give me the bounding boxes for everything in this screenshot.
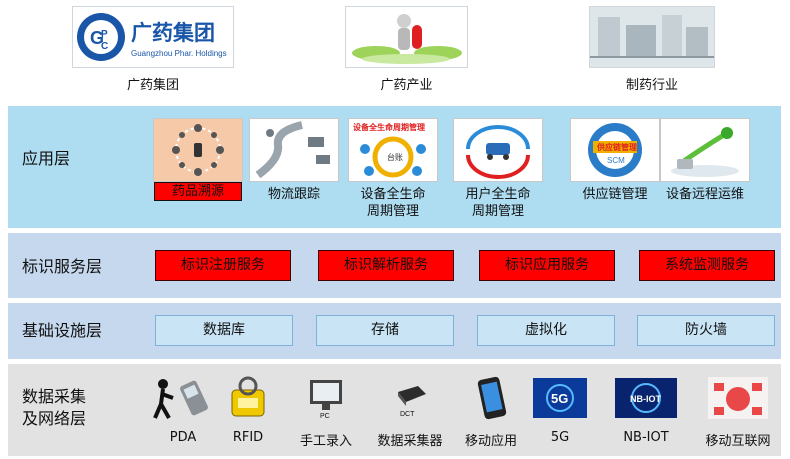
application-layer-title: 应用层 [22,149,71,168]
pda-icon [148,376,218,420]
device-lifecycle-icon: 设备全生命周期管理 台账 [353,122,426,178]
supply-chain-thumb-sub: SCM [607,156,625,165]
gpc-logo-icon: G P C 广药集团 Guangzhou Phar. Holdings [77,13,227,61]
device-item-data-collector[interactable]: DCT 数据采集器 [368,376,452,449]
app-label-device-lifecycle: 设备全生命 周期管理 [360,187,426,219]
application-layer: 应用层 药品溯源 物流跟踪 设备 [8,106,781,228]
infrastructure-layer: 基础设施层 数据库 存储 虚拟化 防火墙 [8,303,781,359]
dct-icon: DCT [368,376,452,420]
device-item-mobile-internet[interactable]: 移动互联网 [698,376,778,449]
app-label-traceability: 药品溯源 [154,182,242,201]
mobile-internet-icon [698,376,778,420]
device-label-data-collector: 数据采集器 [377,434,443,449]
nbiot-icon-text: NB-IOT [630,394,661,404]
identifier-service-layer: 标识服务层 标识注册服务 标识解析服务 标识应用服务 系统监测服务 [8,233,781,298]
gpc-logo: G P C 广药集团 Guangzhou Phar. Holdings [72,6,234,68]
app-item-supply-chain[interactable]: 供应链管理 SCM 供应链管理 [570,118,660,203]
device-lifecycle-thumb: 设备全生命周期管理 台账 [348,118,438,182]
data-network-layer-title-line1: 数据采集 [22,387,87,406]
infra-box-firewall[interactable]: 防火墙 [637,315,775,346]
rfid-icon [223,376,273,420]
top-item-gpc: G P C 广药集团 Guangzhou Phar. Holdings 广药集团 [72,6,234,93]
service-box-resolution[interactable]: 标识解析服务 [318,250,454,281]
top-item-industry: 广药产业 [345,6,468,93]
supply-chain-thumb: 供应链管理 SCM [570,118,660,182]
pc-icon-text: PC [320,413,330,420]
app-label-supply-chain: 供应链管理 [582,187,648,202]
device-item-mobile-app[interactable]: 移动应用 [456,376,526,449]
device-item-rfid[interactable]: RFID [223,376,273,445]
traceability-icon [172,124,224,176]
identifier-service-layer-title: 标识服务层 [22,257,103,276]
data-network-layer-title: 数据采集 及网络层 [22,386,86,430]
phone-icon [456,376,526,420]
logistics-icon [255,121,330,179]
nbiot-icon: NB-IOT [614,376,678,420]
top-label-gpc: 广药集团 [126,78,179,93]
app-label-user-lifecycle: 用户全生命 周期管理 [465,187,531,219]
supply-chain-icon: 供应链管理 SCM [588,123,642,177]
device-label-mobile-app: 移动应用 [464,434,517,449]
device-lifecycle-thumb-title: 设备全生命周期管理 [353,122,425,132]
device-label-manual-input: 手工录入 [299,434,352,449]
infra-box-database[interactable]: 数据库 [155,315,293,346]
user-lifecycle-thumb [453,118,543,182]
logistics-thumb [249,118,339,182]
app-item-device-lifecycle[interactable]: 设备全生命周期管理 台账 设备全生命 周期管理 [348,118,438,220]
device-item-nbiot[interactable]: NB-IOT NB-IOT [614,376,678,445]
data-network-layer: 数据采集 及网络层 PDA RFID [8,364,781,456]
svg-text:C: C [101,41,108,52]
top-label-industry: 广药产业 [380,78,433,93]
device-lifecycle-thumb-label: 台账 [387,152,403,162]
infrastructure-layer-title: 基础设施层 [22,321,103,340]
5g-icon-text: 5G [551,391,568,406]
app-item-remote-ops[interactable]: 设备远程运维 [660,118,750,203]
service-box-monitoring[interactable]: 系统监测服务 [639,250,775,281]
app-item-logistics[interactable]: 物流跟踪 [249,118,339,203]
device-label-nbiot: NB-IOT [623,430,669,445]
infra-box-virtualization[interactable]: 虚拟化 [477,315,615,346]
device-label-pda: PDA [169,430,197,445]
user-lifecycle-icon [466,125,530,179]
app-label-logistics: 物流跟踪 [267,187,320,202]
service-box-application[interactable]: 标识应用服务 [479,250,615,281]
pharma-image [589,6,715,68]
svg-text:G: G [90,28,104,48]
device-label-mobile-internet: 移动互联网 [705,434,771,449]
top-label-pharma: 制药行业 [625,78,678,93]
pc-icon: PC [294,376,358,420]
device-item-5g[interactable]: 5G 5G [533,376,587,445]
remote-ops-icon [671,127,739,177]
gpc-logo-text: 广药集团 [131,21,215,45]
5g-icon: 5G [533,376,587,420]
app-item-user-lifecycle[interactable]: 用户全生命 周期管理 [453,118,543,220]
device-item-manual-input[interactable]: PC 手工录入 [294,376,358,449]
device-label-5g: 5G [550,430,570,445]
top-item-pharma: 制药行业 [589,6,715,93]
dct-icon-text: DCT [400,411,415,418]
svg-text:P: P [101,29,108,40]
app-label-remote-ops: 设备远程运维 [665,187,744,202]
pills-icon [352,14,462,64]
factory-icon [590,7,714,67]
device-label-rfid: RFID [232,430,264,445]
app-item-traceability[interactable]: 药品溯源 [153,118,243,201]
supply-chain-thumb-title: 供应链管理 [596,142,637,152]
infra-box-storage[interactable]: 存储 [316,315,454,346]
remote-ops-thumb [660,118,750,182]
traceability-thumb [153,118,243,182]
service-box-registration[interactable]: 标识注册服务 [155,250,291,281]
industry-image [345,6,468,68]
gpc-logo-subtext: Guangzhou Phar. Holdings [131,49,227,58]
device-item-pda[interactable]: PDA [148,376,218,445]
data-network-layer-title-line2: 及网络层 [22,409,87,428]
